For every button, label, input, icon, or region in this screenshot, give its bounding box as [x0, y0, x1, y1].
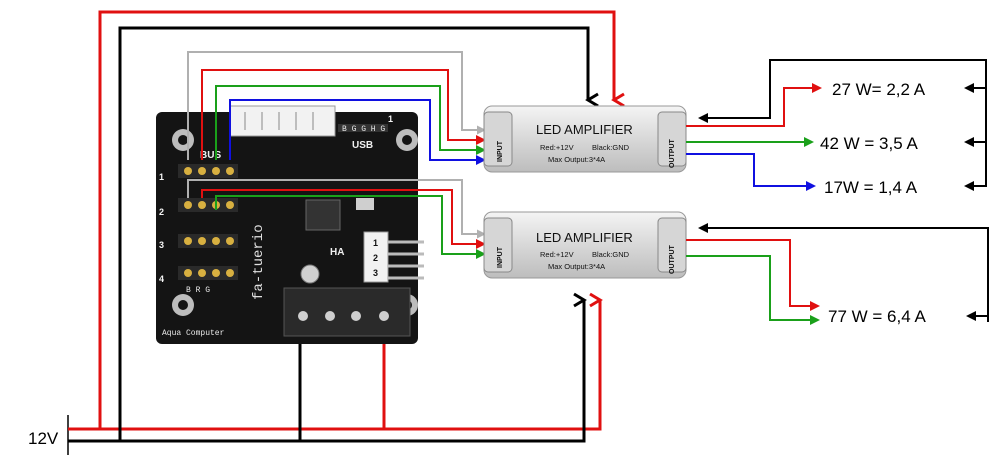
usb-pin1-label: 1 [388, 114, 393, 124]
header-num-2: 2 [373, 253, 378, 263]
amp1-input-label: INPUT [497, 140, 504, 162]
supply-12v: 12V [28, 415, 69, 455]
controller-board: B G G H G USB 1 BUS 1 2 3 4 [156, 105, 424, 344]
channel-3-pins [178, 234, 238, 248]
green-signal-wire-amp2 [215, 195, 486, 259]
amp1-spec-black: Black:GND [592, 143, 630, 152]
amp2-output-wires [686, 223, 989, 325]
black-wire-amp2-ground [68, 292, 587, 443]
amp2-input-label: INPUT [497, 246, 504, 268]
gray-wire-amp2 [187, 179, 486, 239]
channel-2-number: 2 [159, 207, 164, 217]
amp2-spec-black: Black:GND [592, 250, 630, 259]
channel-pin-headers [178, 164, 238, 280]
output-label-27w: 27 W= 2,2 A [832, 80, 926, 99]
pin-labels: B R G [186, 286, 210, 295]
microcontroller-chip [305, 199, 341, 231]
main-supply-wires [68, 10, 625, 443]
red-signal-wire-amp2 [201, 189, 486, 249]
header-num-1: 1 [373, 238, 378, 248]
red-signal-wire-amp1 [201, 69, 486, 160]
amplifier-1: INPUT OUTPUT LED AMPLIFIER Red:+12V Blac… [483, 105, 687, 173]
channel-1-number: 1 [159, 172, 164, 182]
amp1-output-wires [686, 59, 987, 191]
amp2-spec-max: Max Output:3*4A [548, 262, 605, 271]
brand-label: Aqua Computer [162, 329, 225, 338]
output-label-77w: 77 W = 6,4 A [828, 307, 926, 326]
usb-label: USB [352, 140, 373, 151]
gray-wire-amp1 [187, 51, 486, 160]
supply-label: 12V [28, 429, 59, 448]
bus-label: BUS [200, 150, 221, 161]
amp2-title: LED AMPLIFIER [536, 230, 633, 245]
amp2-black-return [698, 223, 989, 322]
output-label-42w: 42 W = 3,5 A [820, 134, 918, 153]
amp1-black-out-lower [964, 88, 987, 191]
red-wire-amp2-power [68, 292, 603, 431]
amp2-green-out [686, 255, 820, 325]
amplifier-2: INPUT OUTPUT LED AMPLIFIER Red:+12V Blac… [483, 211, 687, 279]
control-wires-amp1 [187, 51, 486, 165]
header-num-3: 3 [373, 268, 378, 278]
side-header-block [363, 231, 389, 283]
amp1-red-out [686, 83, 822, 127]
green-signal-wire-amp1 [215, 85, 486, 160]
capacitor [300, 264, 320, 284]
top-white-connector [229, 105, 336, 137]
channel-1-pins [178, 164, 238, 178]
channel-4-number: 4 [159, 274, 164, 284]
usb-pins-label: B G G H G [342, 125, 385, 134]
board-logo-text: fa-tuerio [251, 224, 267, 300]
red-wire-amp1-power [98, 10, 625, 429]
amp2-spec-red: Red:+12V [540, 250, 574, 259]
channel-4-pins [178, 266, 238, 280]
amp2-output-label: OUTPUT [669, 245, 676, 275]
black-wire-amp1-ground [118, 26, 599, 441]
usb-header [338, 124, 388, 132]
amp1-title: LED AMPLIFIER [536, 122, 633, 137]
ha-label: HA [330, 247, 344, 258]
channel-3-number: 3 [159, 240, 164, 250]
output-label-17w: 17W = 1,4 A [824, 178, 918, 197]
amp1-spec-max: Max Output:3*4A [548, 155, 605, 164]
amp1-spec-red: Red:+12V [540, 143, 574, 152]
amp1-blue-out [686, 153, 816, 191]
blue-signal-wire-amp1 [229, 99, 486, 165]
amp1-output-label: OUTPUT [669, 139, 676, 169]
amp1-black-return [698, 59, 987, 123]
control-wires-amp2 [187, 179, 486, 259]
crystal [356, 198, 374, 210]
amp2-red-out [686, 239, 820, 311]
channel-2-pins [178, 198, 238, 212]
side-header-pins [388, 240, 424, 280]
